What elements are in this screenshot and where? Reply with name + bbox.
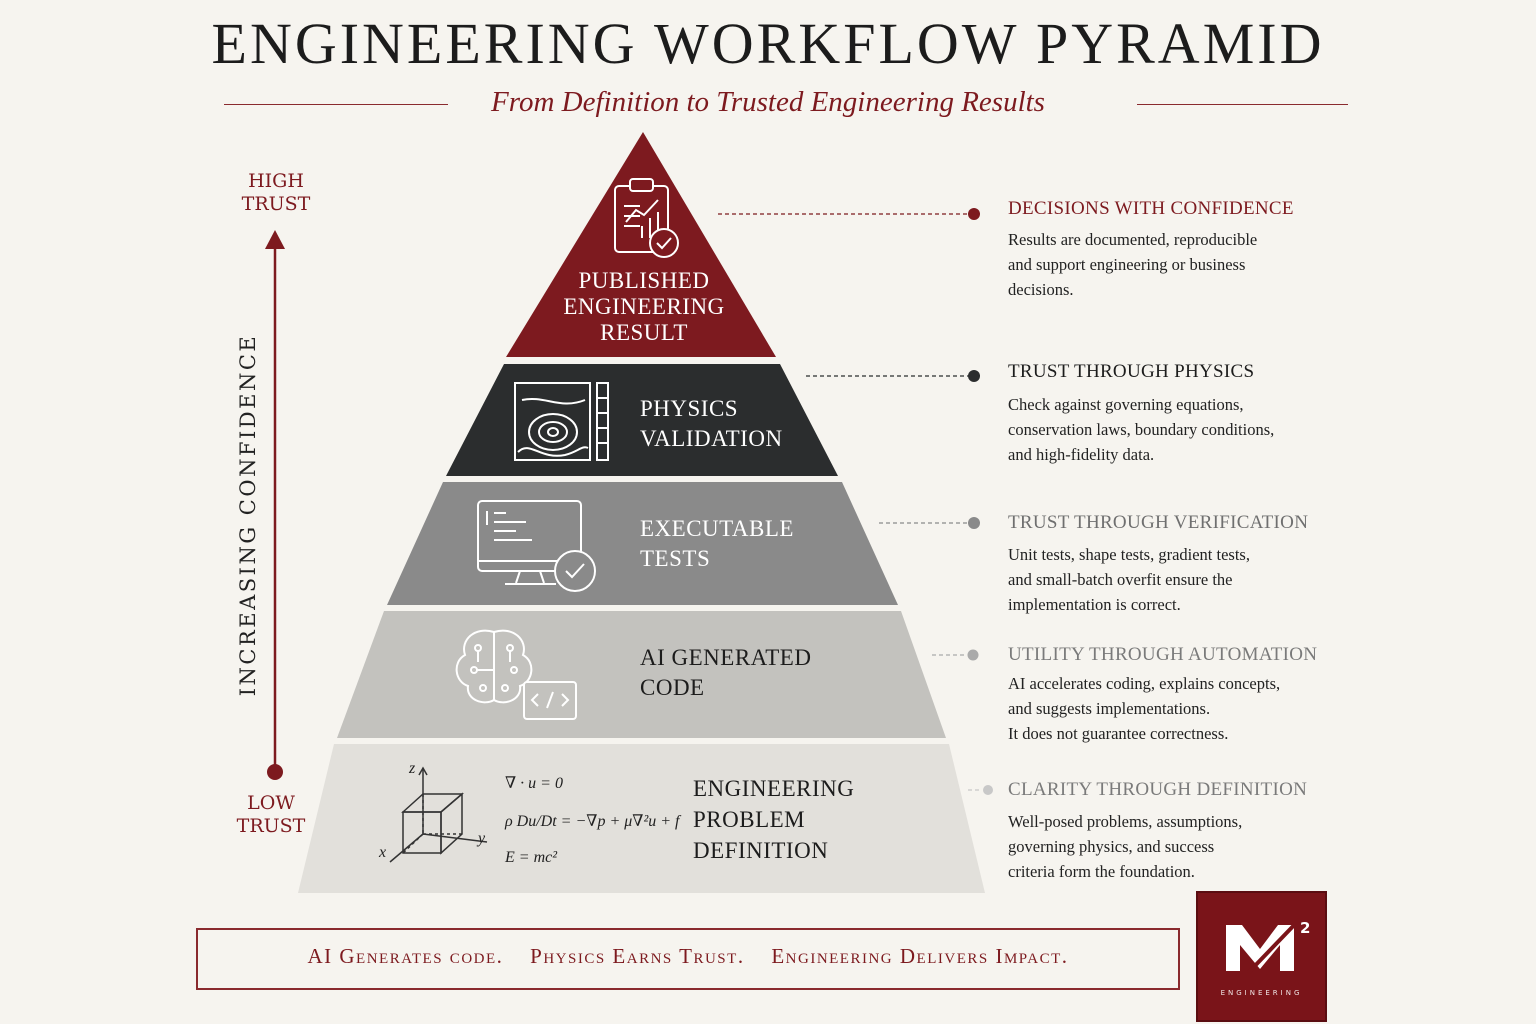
brain-code-icon (455, 629, 577, 720)
tier-label-line: RESULT (600, 320, 688, 345)
footer-phrase: Physics Earns Trust. (530, 944, 745, 968)
cube-axes-icon (389, 766, 488, 863)
subtitle-rule-left (224, 104, 448, 105)
footer-phrase: Engineering Delivers Impact. (771, 944, 1069, 968)
tier-label-line: ENGINEERING (563, 294, 725, 319)
heading-trust-through-verification: TRUST THROUGH VERIFICATION (1008, 512, 1309, 533)
page-subtitle: From Definition to Trusted Engineering R… (491, 86, 1045, 118)
high-trust-line2: TRUST (241, 193, 311, 215)
equation-continuity: ∇ · u = 0 (505, 775, 563, 792)
tier-label-line: PUBLISHED (578, 268, 710, 293)
equation-navier-stokes: ρ Du/Dt = −∇p + μ∇²u + f (505, 813, 680, 830)
contour-map-icon (514, 382, 609, 461)
tier-label-line: PROBLEM (693, 807, 806, 832)
monitor-check-icon (477, 500, 596, 592)
high-trust-label: HIGH TRUST (236, 170, 316, 216)
equation-energy: E = mc² (505, 849, 558, 866)
description-line: It does not guarantee correctness. (1008, 724, 1229, 743)
tier-label-line: DEFINITION (693, 838, 829, 863)
tier-label-line: EXECUTABLE (640, 516, 794, 541)
description-line: Check against governing equations, (1008, 395, 1244, 414)
clipboard-chart-check-icon (614, 178, 679, 258)
description-verification: Unit tests, shape tests, gradient tests,… (1008, 542, 1250, 617)
tier-label-physics-validation: PHYSICS VALIDATION (640, 394, 783, 454)
tier-label-line: VALIDATION (640, 426, 783, 451)
description-line: and small-batch overfit ensure the (1008, 570, 1233, 589)
description-line: AI accelerates coding, explains concepts… (1008, 674, 1281, 693)
description-definition: Well-posed problems, assumptions, govern… (1008, 809, 1242, 884)
low-trust-line2: TRUST (236, 815, 306, 837)
tier-executable-tests (387, 482, 898, 605)
tier-ai-generated-code (337, 611, 946, 738)
tier-label-line: ENGINEERING (693, 776, 855, 801)
low-trust-line1: LOW (247, 792, 295, 814)
footer-phrase: AI Generates code. (307, 944, 504, 968)
footer-tagline: AI Generates code. Physics Earns Trust. … (196, 944, 1180, 969)
axis-letter-y: y (478, 830, 486, 847)
description-line: governing physics, and success (1008, 837, 1215, 856)
logo-superscript: 2 (1300, 919, 1311, 937)
heading-utility-through-automation: UTILITY THROUGH AUTOMATION (1008, 644, 1318, 665)
description-line: implementation is correct. (1008, 595, 1181, 614)
tier-label-executable-tests: EXECUTABLE TESTS (640, 514, 794, 574)
subtitle-rule-right (1137, 104, 1348, 105)
description-line: and high-fidelity data. (1008, 445, 1155, 464)
leader-lines (718, 208, 993, 795)
footer-banner (196, 928, 1180, 990)
high-trust-line1: HIGH (248, 170, 304, 192)
description-line: and suggests implementations. (1008, 699, 1211, 718)
tier-label-line: CODE (640, 675, 705, 700)
tier-label-line: AI GENERATED (640, 645, 812, 670)
page-title: ENGINEERING WORKFLOW PYRAMID (211, 11, 1325, 76)
tier-label-line: PHYSICS (640, 396, 739, 421)
logo-wordmark: ENGINEERING (1220, 989, 1303, 997)
tier-label-published-result: PUBLISHED ENGINEERING RESULT (544, 268, 744, 346)
logo-mark-icon (1226, 917, 1302, 975)
tier-label-line: TESTS (640, 546, 711, 571)
description-physics: Check against governing equations, conse… (1008, 392, 1274, 467)
tier-label-problem-definition: ENGINEERING PROBLEM DEFINITION (693, 773, 854, 866)
axis-letter-z: z (409, 760, 416, 777)
description-line: decisions. (1008, 280, 1074, 299)
heading-clarity-through-definition: CLARITY THROUGH DEFINITION (1008, 779, 1308, 800)
description-line: criteria form the foundation. (1008, 862, 1195, 881)
tier-published-result (506, 132, 776, 357)
tier-label-ai-generated-code: AI GENERATED CODE (640, 643, 811, 703)
heading-decisions-with-confidence: DECISIONS WITH CONFIDENCE (1008, 198, 1294, 219)
description-line: Well-posed problems, assumptions, (1008, 812, 1243, 831)
tier-problem-definition (298, 744, 985, 893)
description-decisions: Results are documented, reproducible and… (1008, 227, 1257, 302)
description-line: and support engineering or business (1008, 255, 1246, 274)
description-automation: AI accelerates coding, explains concepts… (1008, 671, 1280, 746)
description-line: conservation laws, boundary conditions, (1008, 420, 1275, 439)
heading-trust-through-physics: TRUST THROUGH PHYSICS (1008, 361, 1255, 382)
trust-axis-arrow (265, 230, 285, 780)
axis-letter-x: x (379, 844, 387, 861)
description-line: Unit tests, shape tests, gradient tests, (1008, 545, 1250, 564)
description-line: Results are documented, reproducible (1008, 230, 1258, 249)
m2-engineering-logo: 2 ENGINEERING (1196, 891, 1327, 1022)
low-trust-label: LOW TRUST (231, 792, 311, 838)
